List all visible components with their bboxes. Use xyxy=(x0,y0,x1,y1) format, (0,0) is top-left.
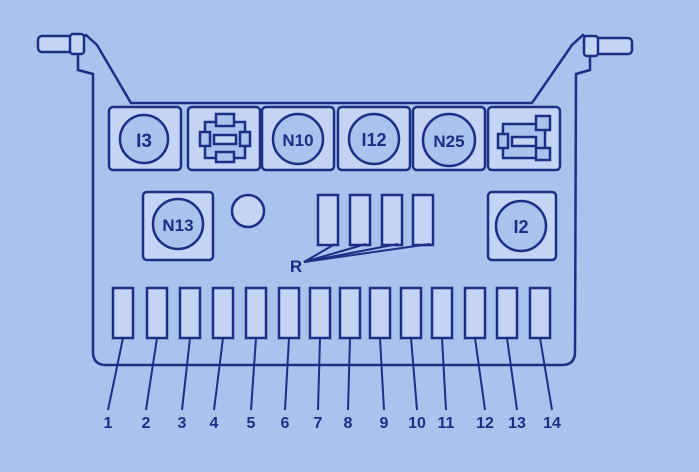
relay-label-N13: N13 xyxy=(162,216,193,235)
reserve-label: R xyxy=(290,257,302,276)
mounting-pin-left xyxy=(36,32,86,56)
relay-label-I3: I3 xyxy=(136,131,152,152)
reserve-fuses xyxy=(316,193,435,247)
fuse-leader-line xyxy=(474,337,486,411)
fuse-number-label: 5 xyxy=(247,415,256,432)
fuse-number-label: 14 xyxy=(543,415,561,432)
fuse-1 xyxy=(111,286,135,340)
fuse-number-label: 1 xyxy=(104,415,113,432)
reserve-fuse xyxy=(348,193,372,247)
fuse-number-label: 6 xyxy=(281,415,290,432)
fuse-number-label: 11 xyxy=(438,415,455,432)
fuse-leader-line xyxy=(441,337,447,411)
fuse-number-label: 10 xyxy=(408,415,426,432)
fuse-9 xyxy=(368,286,392,340)
blank-socket-hole xyxy=(230,193,266,229)
fuse-number-label: 7 xyxy=(314,415,323,432)
reserve-fuse xyxy=(411,193,435,247)
fuse-leader-line xyxy=(347,337,351,411)
fuse-leader-line xyxy=(317,337,321,411)
fuse-12 xyxy=(463,286,487,340)
fuse-14 xyxy=(528,286,552,340)
reserve-leader-lines xyxy=(303,243,431,263)
fuse-leader-line xyxy=(539,337,553,411)
fuse-leader-line xyxy=(145,337,158,411)
fuse-leader-line xyxy=(410,337,418,411)
fuse-number-label: 9 xyxy=(380,415,389,432)
fuse-2 xyxy=(145,286,169,340)
fuse-5 xyxy=(244,286,268,340)
fuse-7 xyxy=(308,286,332,340)
fuse-leader-line xyxy=(181,337,191,411)
relay-N13: N13 xyxy=(141,190,215,262)
fuse-8 xyxy=(338,286,362,340)
relay-label-I12: I12 xyxy=(361,130,386,150)
reserve-fuse xyxy=(380,193,404,247)
fuse-leader-line xyxy=(250,337,257,411)
relay-label-N25: N25 xyxy=(433,132,464,151)
connector-socket-left xyxy=(186,105,262,172)
fuse-leader-line xyxy=(213,337,224,411)
fuse-number-label: 4 xyxy=(210,415,219,432)
reserve-fuse xyxy=(316,193,340,247)
fuse-3 xyxy=(178,286,202,340)
relay-N25: N25 xyxy=(411,105,487,172)
fuse-13 xyxy=(495,286,519,340)
fuse-6 xyxy=(277,286,301,340)
relay-N10: N10 xyxy=(260,105,336,172)
relay-I3: I3 xyxy=(107,105,183,172)
fuse-number-label: 8 xyxy=(344,415,353,432)
fuse-leader-line xyxy=(107,337,124,411)
mounting-pin-right xyxy=(582,34,634,58)
relay-I12: I12 xyxy=(336,105,412,172)
relay-label-N10: N10 xyxy=(282,131,313,150)
relay-label-I2: I2 xyxy=(513,217,528,237)
connector-socket-right xyxy=(486,105,562,172)
fuse-number-label: 2 xyxy=(142,415,151,432)
fuse-number-label: 12 xyxy=(476,415,494,432)
fuse-11 xyxy=(430,286,454,340)
fuse-number-label: 13 xyxy=(508,415,526,432)
fuse-leader-line xyxy=(379,337,385,411)
fuse-leader-line xyxy=(284,337,290,411)
relay-I2: I2 xyxy=(486,190,558,262)
fuse-4 xyxy=(211,286,235,340)
fuse-number-label: 3 xyxy=(178,415,187,432)
fuse-10 xyxy=(399,286,423,340)
fuse-leader-line xyxy=(506,337,518,411)
